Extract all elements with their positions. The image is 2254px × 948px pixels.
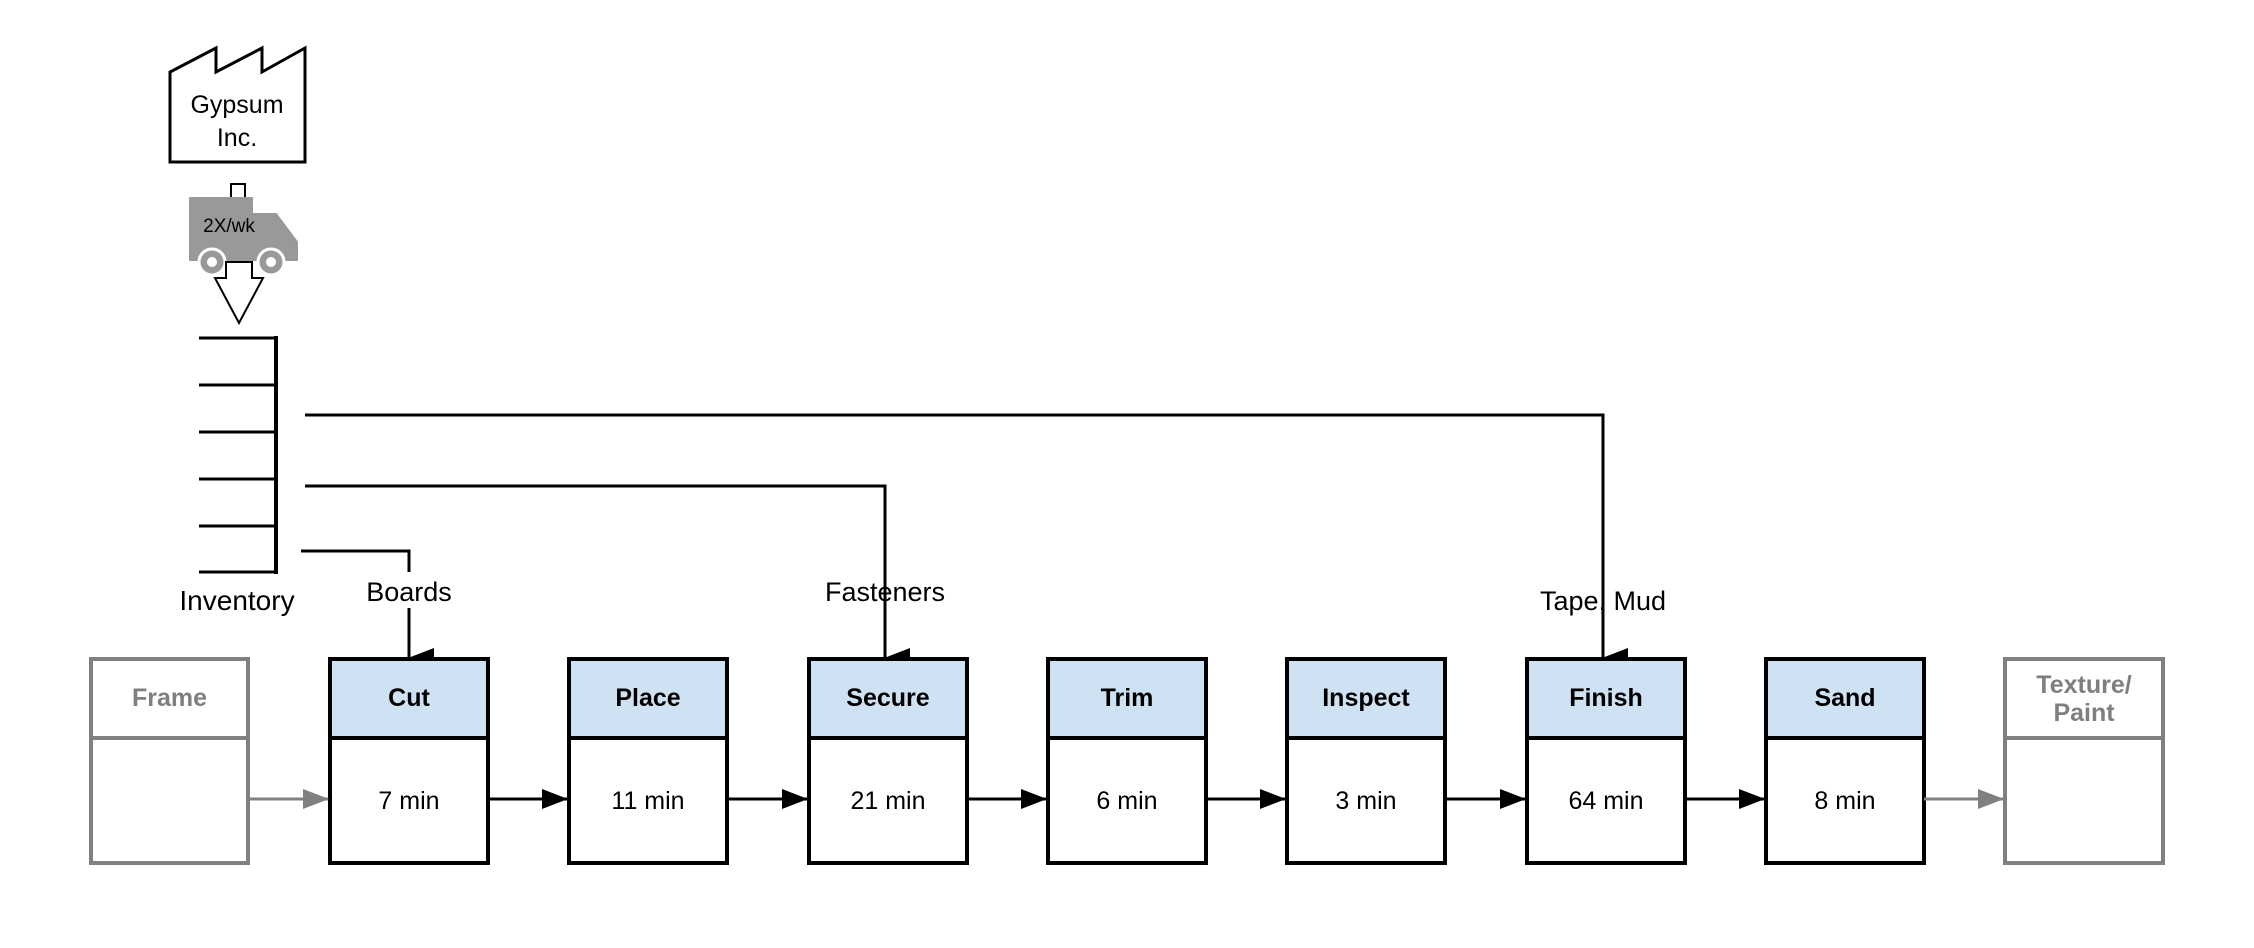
process-step-finish: Finish 64 min bbox=[1525, 657, 1687, 865]
delivery-frequency: 2X/wk bbox=[203, 216, 255, 237]
process-title: Secure bbox=[846, 684, 929, 712]
process-step-place: Place 11 min bbox=[567, 657, 729, 865]
process-header bbox=[567, 657, 729, 740]
boundary-step-title-line1: Texture/ bbox=[2036, 671, 2131, 699]
cycle-time: 21 min bbox=[850, 787, 925, 815]
supply-line-fasteners bbox=[305, 484, 910, 668]
cycle-time: 3 min bbox=[1335, 787, 1396, 815]
process-step-cut: Cut 7 min bbox=[328, 657, 490, 865]
process-header bbox=[328, 657, 490, 740]
process-header bbox=[1046, 657, 1208, 740]
inventory-label: Inventory bbox=[179, 585, 294, 616]
process-step-secure: Secure 21 min bbox=[807, 657, 969, 865]
material-supply-lines: Boards Fasteners Tape, Mud bbox=[301, 413, 1666, 668]
process-header bbox=[1764, 657, 1926, 740]
supply-line-boards bbox=[301, 549, 411, 572]
process-title: Finish bbox=[1569, 684, 1643, 712]
boundary-step-frame: Frame bbox=[89, 657, 250, 865]
supplier-name-line1: Gypsum bbox=[190, 91, 283, 119]
process-steps: Cut 7 min Place 11 min Secure 21 min Trim 6 min… bbox=[328, 657, 1926, 865]
process-title: Sand bbox=[1814, 684, 1875, 712]
cycle-time: 6 min bbox=[1096, 787, 1157, 815]
boundary-step-title: Frame bbox=[132, 684, 207, 712]
cycle-time: 7 min bbox=[378, 787, 439, 815]
process-title: Inspect bbox=[1322, 684, 1410, 712]
process-title: Cut bbox=[388, 684, 430, 712]
boundary-step-texture-paint: Texture/ Paint bbox=[2003, 657, 2165, 865]
process-title: Place bbox=[615, 684, 680, 712]
process-step-inspect: Inspect 3 min bbox=[1285, 657, 1447, 865]
delivery-truck: 2X/wk bbox=[189, 183, 298, 326]
process-header bbox=[1525, 657, 1687, 740]
boundary-step-title-line2: Paint bbox=[2053, 699, 2115, 727]
supply-line-tape-mud bbox=[305, 413, 1628, 668]
supplier-name-line2: Inc. bbox=[217, 124, 257, 152]
cycle-time: 8 min bbox=[1814, 787, 1875, 815]
truck-hook bbox=[230, 183, 246, 199]
material-label-tape-mud: Tape, Mud bbox=[1540, 586, 1666, 616]
truck-wheel-icon bbox=[256, 247, 286, 277]
supplier-factory: Gypsum Inc. bbox=[168, 45, 307, 164]
process-header bbox=[807, 657, 969, 740]
process-title: Trim bbox=[1101, 684, 1154, 712]
process-step-trim: Trim 6 min bbox=[1046, 657, 1208, 865]
inventory-rack: Inventory bbox=[179, 336, 295, 616]
process-header bbox=[1285, 657, 1447, 740]
cycle-time: 64 min bbox=[1568, 787, 1643, 815]
truck-wheel-icon bbox=[197, 247, 227, 277]
push-arrow-icon bbox=[213, 261, 265, 326]
process-step-sand: Sand 8 min bbox=[1764, 657, 1926, 865]
material-label-fasteners: Fasteners bbox=[825, 577, 945, 607]
material-label-boards: Boards bbox=[366, 577, 452, 607]
cycle-time: 11 min bbox=[611, 787, 684, 815]
factory-icon bbox=[168, 45, 307, 164]
